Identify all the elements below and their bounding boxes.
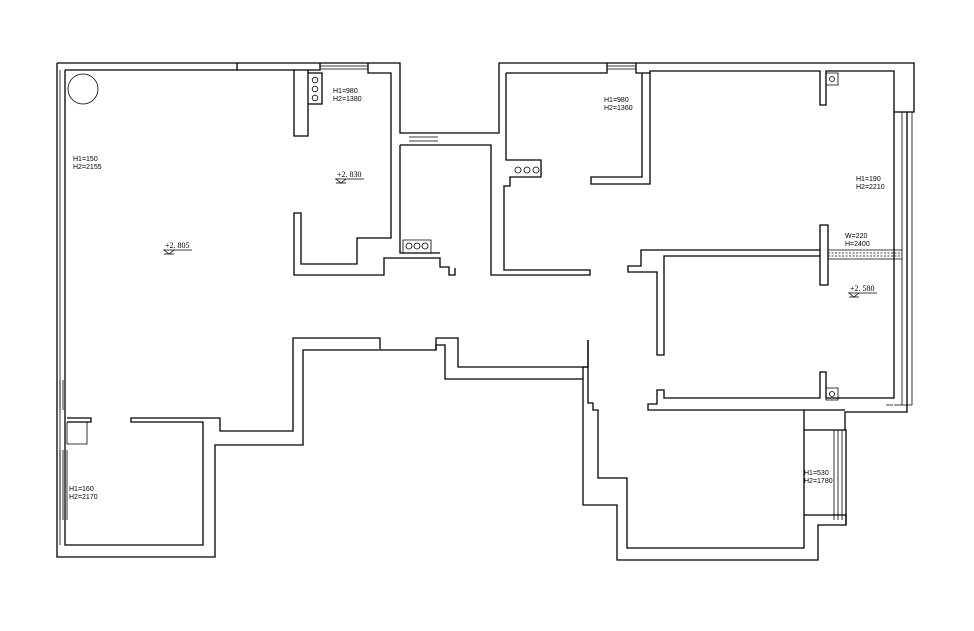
annotation-a2: H1=150 H2=2155 [73,156,102,171]
pipe-icon [311,94,319,102]
annotation-line: H1=980 [604,97,629,104]
elevation-triangle-icon [163,249,175,255]
outer-walls [56,62,915,561]
bottom-right-room-walls [587,340,847,549]
elevation-triangle-icon [848,292,860,298]
pipe-icon [311,85,319,93]
top-left-room-walls [237,63,456,276]
left-room-walls [56,63,588,546]
annotation-line: H1=530 [804,470,829,477]
column-circle [67,73,99,105]
annotation-a6: H1=160 H2=2170 [69,486,98,501]
annotation-a7: H1=530 H2=1780 [804,470,833,485]
annotation-line: H=2400 [845,241,870,248]
pipe-icon [413,242,421,250]
elevation-label: +2. 580 [850,284,875,293]
annotation-line: H2=1360 [604,105,633,112]
annotation-line: W=220 [845,233,867,240]
column-marker-icon [829,391,835,397]
annotation-line: H2=2210 [856,184,885,191]
pipe-icon [532,166,540,174]
middle-room-walls [399,132,498,276]
annotation-line: H1=190 [856,176,881,183]
annotation-line: H2=2170 [69,494,98,501]
pipe-icon [405,242,413,250]
pipe-icon [311,76,319,84]
annotation-a1: H1=980 H2=1380 [333,88,362,103]
annotation-line: H1=980 [333,88,358,95]
elevation-marker-e3: +2. 580 [848,284,877,298]
elevation-label: +2. 830 [337,170,362,179]
annotation-a5: W=220 H=2400 [845,233,870,248]
pipe-icon [421,242,429,250]
right-room-walls [627,112,913,412]
pipe-icon [523,166,531,174]
pipe-icon [514,166,522,174]
top-right-small-room-walls [498,63,907,276]
annotation-line: H1=160 [69,486,94,493]
annotation-line: H2=2155 [73,164,102,171]
elevation-marker-e1: +2. 830 [335,170,364,184]
elevation-marker-e2: +2. 805 [163,241,192,255]
annotation-line: H1=150 [73,156,98,163]
column-marker-icon [829,76,835,82]
elevation-label: +2. 805 [165,241,190,250]
annotation-line: H2=1380 [333,96,362,103]
annotation-a4: H1=190 H2=2210 [856,176,885,191]
annotation-line: H2=1780 [804,478,833,485]
annotation-a3: H1=980 H2=1360 [604,97,633,112]
elevation-triangle-icon [335,178,347,184]
